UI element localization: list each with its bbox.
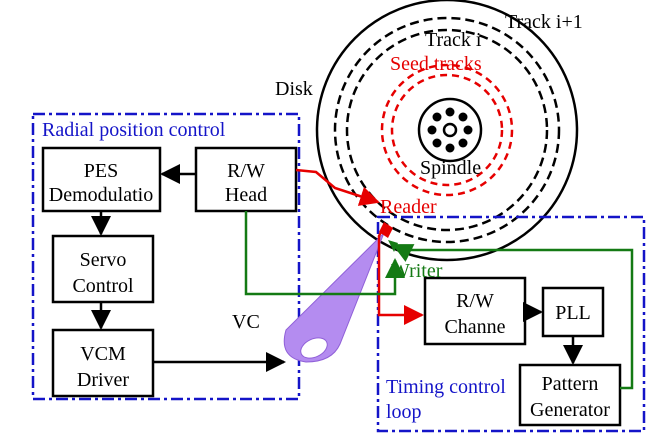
radial-control-title: Radial position control	[42, 119, 226, 141]
pes-line1: PES	[84, 160, 118, 182]
pattern-generator-block: Pattern Generator	[518, 363, 622, 427]
pattern-line1: Pattern	[542, 373, 599, 395]
writer-element-icon	[388, 240, 398, 252]
track-i-ring	[345, 28, 549, 232]
seed-track-outer	[380, 63, 514, 197]
reader-label: Reader	[380, 196, 437, 218]
writer-label: Writer	[391, 260, 443, 282]
rw-channel-line1: R/W	[456, 290, 494, 312]
spindle-label: Spindle	[420, 157, 481, 179]
track-i-label: Track i	[425, 29, 482, 51]
seed-tracks-label: Seed tracks	[390, 53, 482, 75]
timing-loop-title-line1: Timing control	[386, 376, 506, 398]
writer-path	[244, 211, 634, 390]
seed-track-inner	[390, 73, 504, 187]
rw-channel-line2: Channe	[444, 316, 505, 338]
track-i1-ring	[333, 16, 561, 244]
rw-head-line1: R/W	[227, 160, 265, 182]
spindle-hub	[417, 97, 483, 163]
timing-loop-title-line2: loop	[386, 401, 422, 423]
pes-demodulation-block: PES Demodulatio	[41, 146, 162, 213]
vcm-line1: VCM	[80, 343, 126, 365]
rw-head-line2: Head	[225, 184, 267, 206]
timing-loop-region	[376, 215, 646, 433]
head-beam	[283, 232, 385, 363]
disk: Disk Track i Track i+1 Seed tracks Spind…	[275, 0, 583, 262]
radial-control-region	[31, 112, 301, 401]
rw-channel-block: R/W Channe	[423, 276, 527, 346]
servo-line2: Control	[72, 275, 134, 297]
vc-label: VC	[232, 311, 260, 333]
rw-head-block: R/W Head	[194, 146, 298, 213]
pll-block: PLL	[541, 286, 605, 338]
servo-line1: Servo	[80, 249, 127, 271]
vcm-line2: Driver	[77, 369, 130, 391]
pll-label: PLL	[555, 302, 591, 324]
reader-element-icon	[379, 222, 393, 238]
pattern-line2: Generator	[530, 399, 610, 421]
vcm-driver-block: VCM Driver	[51, 328, 155, 398]
reader-path	[295, 168, 424, 325]
pes-line2: Demodulatio	[49, 184, 153, 206]
servo-control-block: Servo Control	[51, 234, 155, 304]
disk-label: Disk	[275, 78, 313, 100]
track-i1-label: Track i+1	[505, 11, 583, 33]
